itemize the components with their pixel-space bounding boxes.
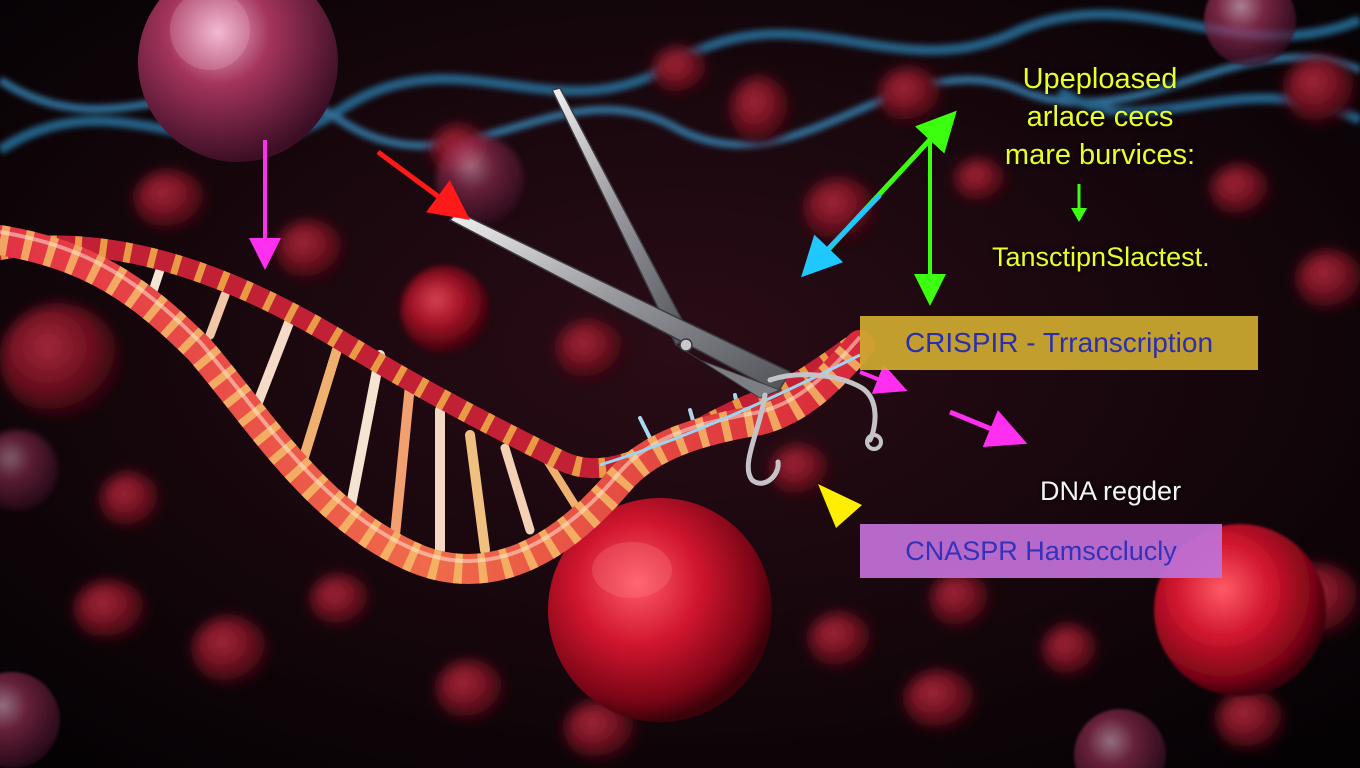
blood-cell [652, 46, 708, 94]
arrow-icon [801, 193, 882, 278]
blood-cell [1216, 690, 1284, 750]
blood-cell [401, 266, 489, 354]
blood-cell [804, 178, 876, 242]
blood-cell [100, 472, 160, 528]
dna-regder-label: DNA regder [1040, 476, 1182, 506]
note-line-1: Upeploased [1022, 63, 1178, 95]
scissors-handle [767, 372, 878, 443]
scissors-handle [745, 392, 781, 486]
scissors-pivot [679, 338, 693, 352]
virus-particle [1204, 0, 1296, 66]
note-line-2: arlace cecs [1026, 101, 1174, 133]
blood-cell [1042, 624, 1098, 676]
virus-particle [1074, 709, 1166, 768]
blood-cell [1210, 164, 1270, 216]
blood-cell [556, 320, 624, 380]
dna-base-pairs [145, 265, 742, 555]
blood-cell [808, 612, 872, 668]
arrow-icon [818, 484, 862, 528]
blood-cell [564, 700, 636, 760]
arrow-down-icon [1071, 184, 1087, 222]
annotation-arrows [249, 110, 1028, 528]
blood-cell [134, 170, 206, 230]
blood-cell [770, 444, 830, 496]
blood-cell [954, 158, 1006, 202]
blood-cell [310, 574, 370, 626]
transcription-result-label: TansctipnSlactest. [992, 242, 1210, 272]
virus-particles [0, 0, 1296, 768]
virus-particle [0, 430, 58, 510]
arrow-icon [859, 364, 908, 394]
blood-cell [74, 580, 146, 640]
scissors-icon [448, 87, 883, 486]
annotation-note: Upeploased arlace cecs mare burvices: [990, 60, 1210, 174]
blood-cell [878, 67, 942, 123]
cnaspr-box: CNASPR Hamscclucly [860, 524, 1222, 578]
virus-particle [436, 136, 524, 224]
arrow-icon [949, 409, 1028, 448]
blood-cell [1296, 250, 1360, 310]
blood-cell [436, 660, 504, 720]
virus-particle [138, 0, 338, 162]
blood-cell [192, 616, 268, 684]
blood-cell [730, 76, 790, 144]
crispr-transcription-box: CRISPIR - Trranscription [860, 316, 1258, 370]
blood-cell [930, 572, 990, 628]
blood-cell [548, 498, 772, 722]
blood-cell [0, 304, 120, 416]
blood-cell [904, 670, 976, 730]
blood-cell [276, 220, 344, 280]
note-line-3: mare burvices: [1004, 139, 1196, 171]
blood-cell [1284, 56, 1356, 124]
arrow-icon [376, 149, 471, 220]
virus-particle [0, 672, 60, 768]
